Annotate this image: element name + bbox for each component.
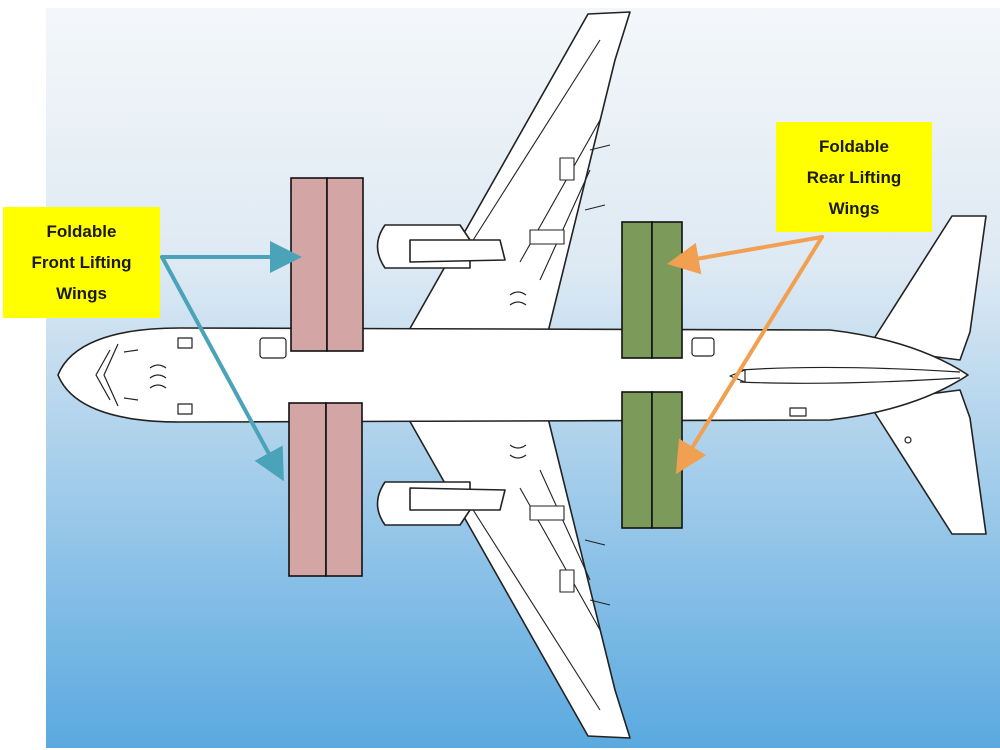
fuselage bbox=[57, 327, 969, 423]
rear-wing-panel bbox=[621, 221, 653, 359]
engine-bottom bbox=[376, 481, 506, 526]
front-wing-panel bbox=[290, 177, 328, 352]
front-wing-panel bbox=[288, 402, 327, 577]
stabilizer-bottom bbox=[867, 389, 987, 535]
rear-wing-arrows bbox=[667, 235, 824, 475]
rear-wings-callout: Foldable Rear Lifting Wings bbox=[776, 122, 932, 232]
front-wing-arrows bbox=[160, 241, 302, 482]
rear-wing-panel bbox=[651, 391, 683, 529]
airplane bbox=[57, 11, 987, 739]
wing-details bbox=[469, 39, 611, 711]
front-wing-panel bbox=[325, 402, 363, 577]
arrow-icon bbox=[667, 235, 824, 275]
engine-top bbox=[376, 224, 506, 269]
fuselage-details bbox=[95, 337, 961, 444]
stabilizer-top bbox=[867, 215, 987, 361]
rear-wing-panel bbox=[651, 221, 683, 359]
rear-wing-panel bbox=[621, 391, 653, 529]
front-wings-callout: Foldable Front Lifting Wings bbox=[3, 207, 160, 318]
arrow-icon bbox=[675, 235, 824, 475]
front-lifting-wings bbox=[288, 177, 364, 577]
front-wing-panel bbox=[326, 177, 364, 352]
arrow-icon bbox=[160, 255, 284, 482]
